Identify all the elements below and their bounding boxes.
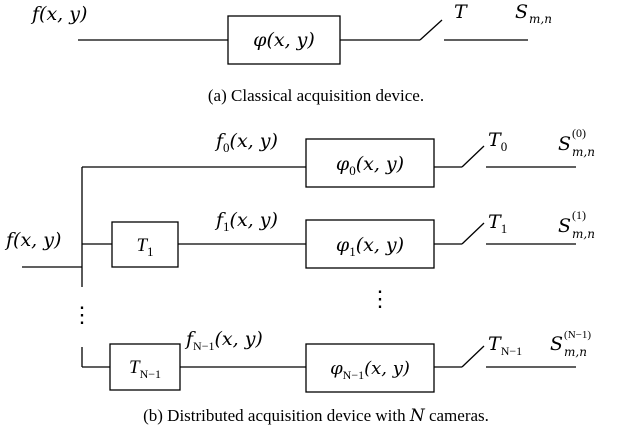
branch-1-switch	[461, 222, 485, 245]
trunk-ellipsis: ⋮	[71, 302, 93, 327]
branch-n-output-label: S(N−1)	[550, 329, 591, 355]
branches-ellipsis: ⋮	[369, 286, 391, 311]
switch-label: T	[454, 1, 468, 23]
branch-1-transform-label: T1	[136, 235, 153, 259]
input-signal-label-b: f(x, y)	[4, 229, 61, 251]
branch-0-switch-label: T0	[488, 129, 507, 154]
branch-1-signal-label: f1(x, y)	[214, 209, 278, 234]
diagram-a: f(x, y) φ(x, y) T Sm,n (a) Classical acq…	[30, 1, 552, 105]
branch-n-filter-label: φN−1(x, y)	[330, 358, 410, 382]
branch-0-signal-label: f0(x, y)	[214, 130, 278, 155]
branch-n-switch-label: TN−1	[488, 333, 522, 358]
branch-0: f0(x, y) φ0(x, y) T0 S(0) m,n	[82, 126, 595, 188]
branch-n-transform-label: TN−1	[129, 357, 161, 381]
caption-b: (b) Distributed acquisition device with …	[143, 406, 489, 426]
branch-0-filter-label: φ0(x, y)	[336, 153, 404, 178]
caption-a: (a) Classical acquisition device.	[208, 86, 424, 105]
sampling-switch	[419, 19, 443, 41]
output-samples-label: Sm,n	[515, 1, 552, 26]
filter-label: φ(x, y)	[253, 29, 315, 51]
branch-0-output-sub: m,n	[572, 145, 595, 159]
branch-0-filter-box	[305, 138, 435, 188]
branch-n-filter-box	[305, 343, 435, 393]
branch-n-output-sub: m,n	[564, 345, 587, 359]
branch-0-switch	[461, 145, 485, 168]
branch-1-filter-box	[305, 219, 435, 269]
branch-1-output-label: S(1)	[558, 208, 586, 237]
branch-1-switch-label: T1	[488, 211, 507, 236]
branch-1-transform-box	[111, 221, 179, 268]
branch-n-switch	[461, 345, 485, 368]
branch-1: T1 f1(x, y) φ1(x, y) T1 S(1) m,n	[82, 208, 595, 269]
branch-n-signal-label: fN−1(x, y)	[184, 328, 263, 353]
branch-1-output-sub: m,n	[572, 227, 595, 241]
branch-n-minus-1: TN−1 fN−1(x, y) φN−1(x, y) TN−1 S(N−1) m…	[82, 328, 591, 393]
diagram-b: f(x, y) ⋮ f0(x, y) φ0(x, y) T0 S(0) m,n …	[4, 126, 595, 426]
branch-1-filter-label: φ1(x, y)	[336, 234, 404, 259]
input-signal-label: f(x, y)	[30, 3, 87, 25]
branch-0-output-label: S(0)	[558, 126, 586, 155]
branch-n-transform-box	[109, 343, 181, 391]
